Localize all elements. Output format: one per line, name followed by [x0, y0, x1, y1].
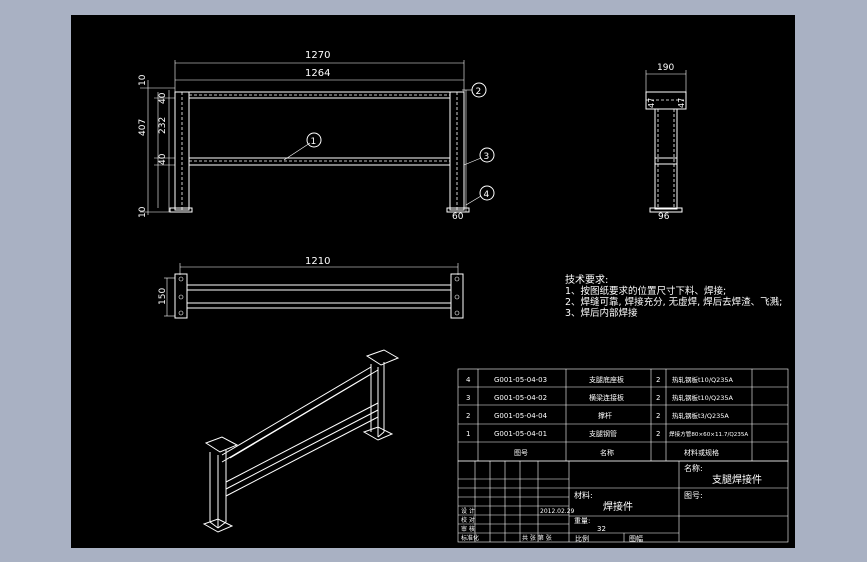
bom-row-2-qty: 2	[656, 412, 660, 420]
title-weight-label: 重量:	[574, 517, 590, 525]
bom-row-3-no: 3	[466, 394, 470, 402]
bom-header-name: 名称	[600, 448, 614, 457]
dim-left-mid: 232	[158, 117, 168, 134]
bom-row-2-material: 热轧钢板t3/Q235A	[672, 411, 729, 420]
notes-line-2: 2、焊缝可靠, 焊接充分, 无虚焊, 焊后去焊渣、飞溅;	[565, 296, 782, 308]
bom-row-1-name: 支腿钢管	[589, 429, 617, 438]
dim-overall-length: 1270	[305, 50, 330, 61]
balloon-3-label: 3	[484, 152, 490, 162]
top-view: 1210 150	[158, 256, 464, 319]
side-post	[654, 108, 678, 210]
balloon-1	[306, 132, 322, 148]
bom-row-4-code: G001-05-04-03	[494, 376, 547, 384]
bom-row-2-code: G001-05-04-04	[494, 412, 548, 420]
title-design-label: 设 计	[461, 507, 475, 515]
balloon-2-label: 2	[476, 87, 482, 97]
balloon-4	[479, 185, 495, 201]
dim-left-top: 10	[138, 74, 148, 86]
bom-header-code: 图号	[514, 449, 528, 457]
balloon-3	[479, 147, 495, 163]
title-part-name: 支腿焊接件	[712, 473, 762, 486]
bom-row-3-code: G001-05-04-02	[494, 394, 547, 402]
title-footer-label: 共 张 第 张	[522, 534, 552, 542]
dim-side-bottom: 96	[658, 212, 670, 222]
title-check-label: 校 对	[461, 516, 475, 524]
title-drawing-no-label: 图号:	[684, 491, 703, 500]
balloon-4-label: 4	[484, 190, 490, 200]
balloon-2	[471, 82, 487, 98]
title-material-label: 材料:	[574, 490, 593, 500]
dim-side-width: 190	[657, 63, 674, 73]
bom-row-1-code: G001-05-04-01	[494, 430, 547, 438]
drawing-area	[71, 15, 795, 548]
title-sheet-label: 图幅	[629, 534, 643, 543]
dim-side-left-47: 47	[647, 98, 656, 108]
dim-top-view-depth: 150	[158, 288, 168, 305]
notes-line-3: 3、焊后内部焊接	[565, 307, 638, 319]
bom-row-3-material: 热轧钢板t10/Q235A	[672, 393, 734, 402]
dim-left-lower-40: 40	[158, 153, 168, 165]
bom-row-1-material: 焊接方管80×60×11.7/Q235A	[669, 430, 748, 438]
bom-row-4-no: 4	[466, 376, 471, 384]
bom-row-4-material: 热轧钢板t10/Q235A	[672, 375, 734, 384]
bom-row-4-name: 支腿底座板	[589, 375, 624, 384]
dim-left-height: 407	[138, 119, 148, 136]
bom-row-1-no: 1	[466, 430, 470, 438]
bom-row-1-qty: 2	[656, 430, 660, 438]
title-scale-label: 比例	[575, 534, 589, 543]
title-standard-label: 标准化	[461, 534, 479, 542]
dim-top-view-length: 1210	[305, 256, 330, 267]
technical-notes: 技术要求: 1、按图纸要求的位置尺寸下料、焊接; 2、焊缝可靠, 焊接充分, 无…	[565, 273, 782, 319]
side-view: 190 47 47 96	[645, 63, 687, 222]
dim-left-bottom: 10	[138, 206, 148, 218]
front-view: 1270 1264 10 40 407 232 40 10 60 1 2 3 4	[138, 50, 495, 222]
title-approve-label: 审 核	[461, 525, 475, 533]
title-block: 名称: 支腿焊接件 图号: 材料: 焊接件 2012.02.29 重量: 32 …	[457, 460, 789, 543]
title-name-label: 名称:	[684, 463, 703, 473]
dim-left-upper-40: 40	[158, 92, 168, 104]
dim-post-width: 60	[452, 212, 464, 222]
bom-table: 4 G001-05-04-03 支腿底座板 2 热轧钢板t10/Q235A 3 …	[457, 368, 789, 462]
title-date: 2012.02.29	[540, 508, 575, 515]
bom-header-material: 材料或规格	[684, 448, 719, 457]
notes-heading: 技术要求:	[565, 273, 608, 286]
title-type: 焊接件	[603, 500, 633, 513]
balloon-1-label: 1	[311, 137, 317, 147]
bom-row-3-name: 横梁连接板	[589, 393, 624, 402]
bom-row-2-no: 2	[466, 412, 470, 420]
title-weight: 32	[597, 525, 606, 533]
isometric-view	[202, 349, 400, 533]
bom-row-3-qty: 2	[656, 394, 660, 402]
dim-side-right-47: 47	[677, 98, 686, 108]
notes-line-1: 1、按图纸要求的位置尺寸下料、焊接;	[565, 285, 726, 297]
bom-row-2-name: 撑杆	[598, 411, 612, 420]
dim-inner-length: 1264	[305, 68, 330, 79]
bom-row-4-qty: 2	[656, 376, 660, 384]
